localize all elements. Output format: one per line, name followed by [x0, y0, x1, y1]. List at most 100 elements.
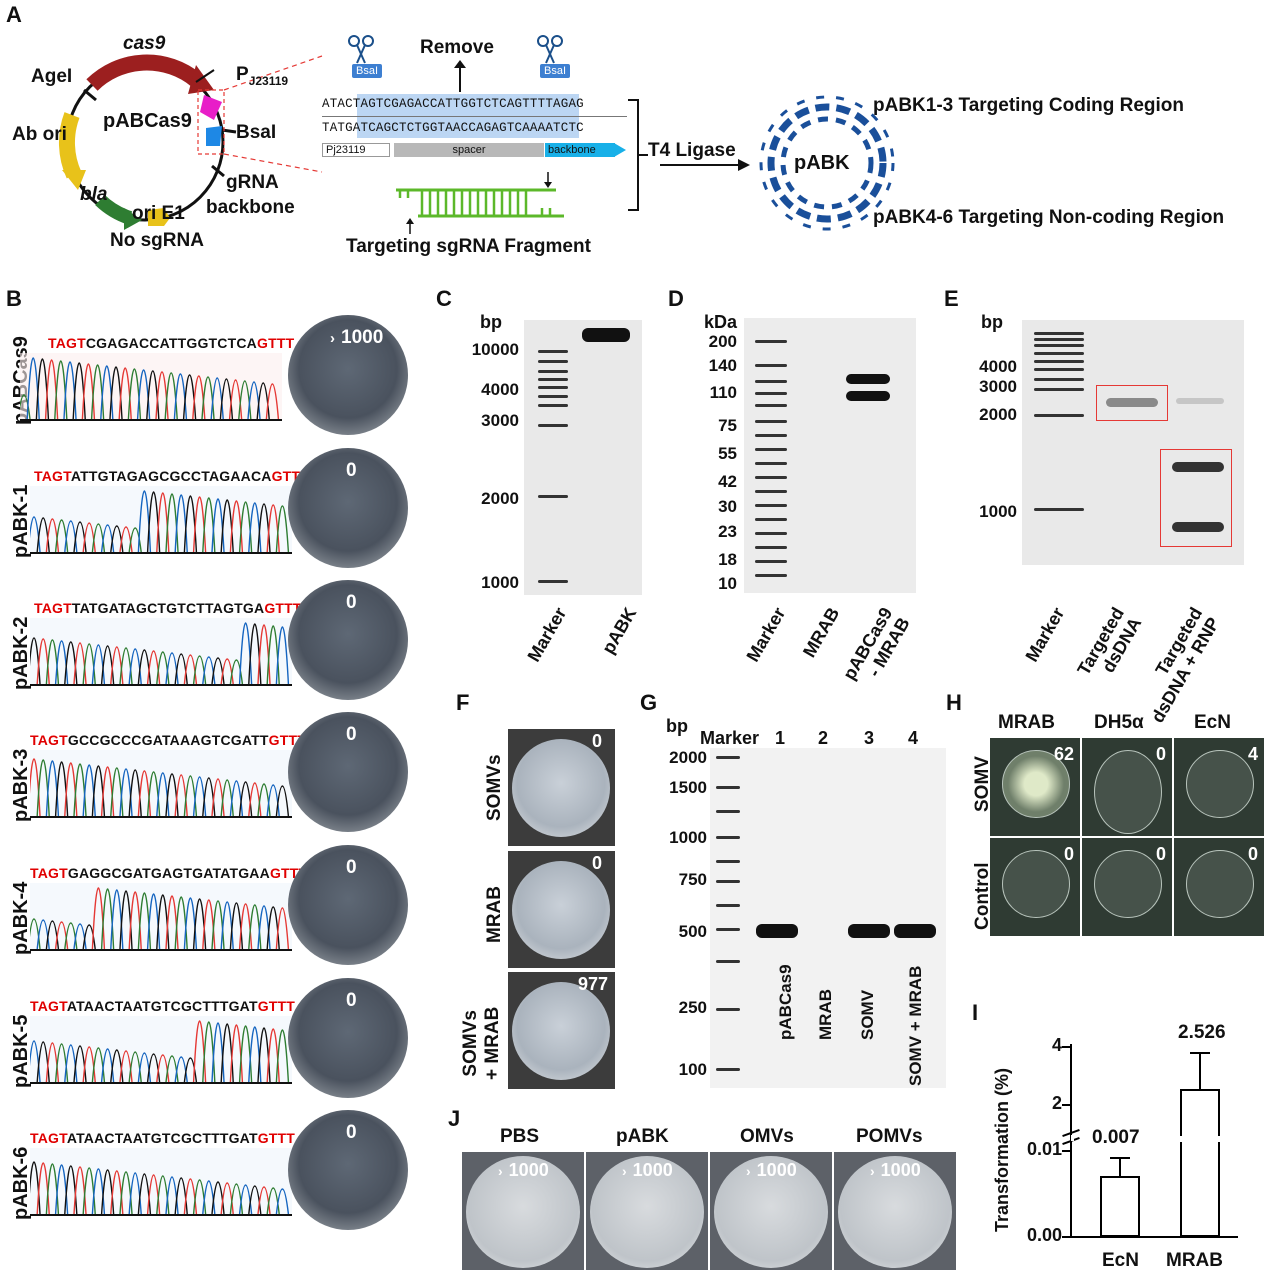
- gel-g-lane-label: SOMV + MRAB: [906, 965, 925, 1086]
- gel-d-marker-band: [755, 560, 787, 563]
- chart-i-value-label: 2.526: [1178, 1021, 1226, 1043]
- gel-d-band-lower: [846, 391, 890, 401]
- panel-label-b: B: [6, 286, 22, 311]
- gel-tick-label: 4000: [481, 380, 519, 399]
- chart-i-errorcap: [1110, 1156, 1130, 1159]
- colony-count: 0: [346, 990, 357, 1012]
- gel-d-marker-band: [755, 504, 787, 507]
- gel-c-marker-band: [538, 404, 568, 407]
- seq-spacer: CGAGACCATTGGTCTCA: [85, 335, 257, 351]
- gel-g-marker-band: [716, 860, 740, 863]
- backbone-label: backbone: [206, 197, 295, 218]
- seq-spacer: GAGGCGATGAGTGATATGAA: [67, 865, 270, 881]
- gel-g-marker-band: [716, 960, 740, 963]
- gel-g-header: 2: [818, 728, 829, 748]
- sgrna-fragment-label: Targeting sgRNA Fragment: [346, 236, 591, 257]
- seq-spacer: GCCGCCCGATAAAGTCGATT: [67, 732, 269, 748]
- chart-i-category: EcN: [1102, 1250, 1139, 1271]
- gel-e-marker-band: [1034, 388, 1084, 391]
- gel-d-marker-band: [755, 420, 787, 423]
- gel-g-marker-band: [716, 810, 740, 813]
- chart-i-ytick: 2: [1051, 1093, 1062, 1113]
- feature-spacer: spacer: [394, 143, 544, 157]
- gel-g: [710, 748, 946, 1088]
- agar-plate: [288, 315, 408, 435]
- gel-tick-label: 1000: [979, 502, 1017, 521]
- noncoding-region-label: pABK4-6 Targeting Non-coding Region: [873, 207, 1225, 228]
- gel-g-marker-band: [716, 904, 740, 907]
- gel-tick-label: 500: [678, 922, 707, 941]
- gel-g-lane-label: pABCas9: [776, 964, 795, 1040]
- gel-c-marker-band: [538, 386, 568, 389]
- gel-e-dsdna-band: [1106, 398, 1158, 407]
- sequence-rule: [322, 116, 627, 117]
- bsai-scissors-right: [537, 35, 563, 64]
- gel-tick-label: 30: [718, 497, 737, 516]
- gel-tick-label: 3000: [979, 377, 1017, 396]
- seq-prefix: TAGT: [48, 335, 86, 351]
- gel-c-pabk-band: [582, 328, 630, 342]
- agar-plate: [466, 1156, 580, 1268]
- chromatogram: [20, 353, 282, 421]
- colony-count: ›1000: [622, 1160, 673, 1181]
- arrow-icon: ›: [330, 330, 335, 347]
- sequence-bottom: TATGATCAGCTCTGGTAACCAGAGTCAAAATCTC: [322, 121, 584, 135]
- count-value: 1000: [508, 1160, 549, 1180]
- count-value: 0: [346, 592, 357, 613]
- gel-tick-label: 4000: [979, 357, 1017, 376]
- gel-c-marker-band: [538, 370, 568, 373]
- chart-i-bar: [1100, 1175, 1140, 1237]
- seq-suffix: GTTT: [257, 1130, 296, 1146]
- coding-region-label: pABK1-3 Targeting Coding Region: [873, 95, 1185, 116]
- chromatogram: [30, 1016, 292, 1084]
- t4-ligase-label: T4 Ligase: [648, 140, 736, 161]
- chart-i-errorcap: [1190, 1051, 1210, 1054]
- chromatogram: [30, 1148, 292, 1216]
- colony-count: 62: [1054, 744, 1075, 764]
- plate-col-label: OMVs: [740, 1126, 794, 1147]
- grna-label: gRNA: [226, 172, 279, 193]
- gel-d-marker-band: [755, 434, 787, 437]
- seq-spacer: ATAACTAATGTCGCTTTGAT: [66, 998, 258, 1014]
- agel-label: AgeI: [31, 66, 73, 87]
- gel-e-highlight-dsdna: [1096, 385, 1168, 421]
- gel-tick-label: 1000: [481, 573, 519, 592]
- agar-plate: [288, 845, 408, 965]
- agar-plate: [512, 982, 610, 1080]
- gel-c-marker-band: [538, 350, 568, 353]
- plate-col-label: DH5α: [1094, 712, 1144, 733]
- sequence-top: ATACTAGTCGAGACCATTGGTCTCAGTTTTAGAG: [322, 97, 584, 111]
- colony-count: ›1000: [498, 1160, 549, 1181]
- chart-i-errorbar: [1199, 1051, 1201, 1089]
- gel-d-marker-band: [755, 574, 787, 577]
- colony-count: 0: [592, 731, 603, 751]
- gel-tick-label: 2000: [481, 489, 519, 508]
- plate-row-text: SOMVs: [484, 754, 505, 821]
- colony-count: 977: [578, 974, 609, 994]
- agar-plate: [288, 580, 408, 700]
- seq-prefix: TAGT: [30, 865, 68, 881]
- arrow-icon: ›: [746, 1163, 751, 1179]
- ori-e1-label: ori E1: [132, 203, 185, 224]
- gel-d-band-upper: [846, 374, 890, 384]
- gel-c: [524, 320, 642, 595]
- gel-c-marker-band: [538, 495, 568, 498]
- count-value: 0: [346, 990, 357, 1011]
- gel-tick-label: 1000: [669, 828, 707, 847]
- colony-spot: [1186, 850, 1254, 918]
- gel-tick-label: 110: [709, 383, 737, 402]
- seq-row-sequence: TAGTCGAGACCATTGGTCTCAGTTT: [48, 335, 294, 351]
- count-value: 0: [346, 857, 357, 878]
- gel-c-marker-band: [538, 378, 568, 381]
- agar-plate: [590, 1156, 704, 1268]
- plate-col-label: PBS: [500, 1126, 540, 1147]
- gel-d-lane-mrab: MRAB: [799, 604, 844, 661]
- agar-plate: [714, 1156, 828, 1268]
- merge-bracket: [628, 99, 648, 211]
- gel-tick-label: 10: [718, 574, 737, 593]
- panel-label-h: H: [946, 690, 962, 715]
- seq-row-sequence: TAGTGCCGCCCGATAAAGTCGATTGTTT: [30, 732, 306, 748]
- gel-e-marker-band: [1034, 332, 1084, 335]
- colony-count: 0: [346, 857, 357, 879]
- gel-g-marker-band: [716, 786, 740, 789]
